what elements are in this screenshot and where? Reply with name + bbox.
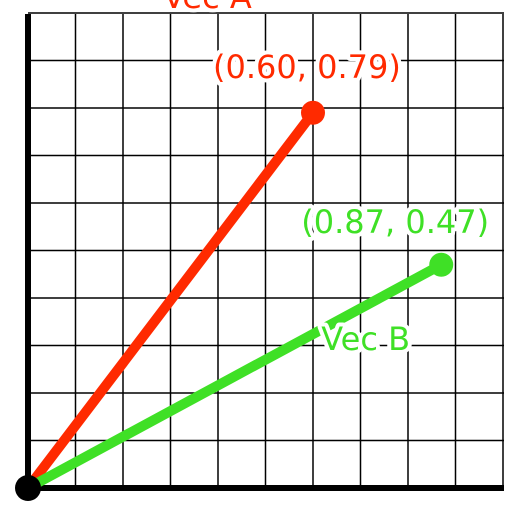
vectors: [23, 100, 454, 493]
vec-a-name-label: Vec A: [163, 0, 252, 16]
vec-b-coord-label: (0.87, 0.47): [301, 203, 489, 241]
vector-labels: Vec A (0.60, 0.79) Vec B (0.87, 0.47): [159, 0, 493, 362]
vec-b-endpoint: [429, 252, 454, 277]
vec-b-name-label: Vec B: [321, 320, 410, 358]
grid-lines: [28, 12, 504, 488]
origin-point: [15, 475, 41, 501]
vec-b-line: [23, 259, 447, 493]
vec-a-coord-label: (0.60, 0.79): [213, 48, 401, 86]
axes: [25, 14, 504, 491]
vec-a-endpoint: [301, 100, 325, 125]
vec-a-line: [23, 107, 318, 493]
